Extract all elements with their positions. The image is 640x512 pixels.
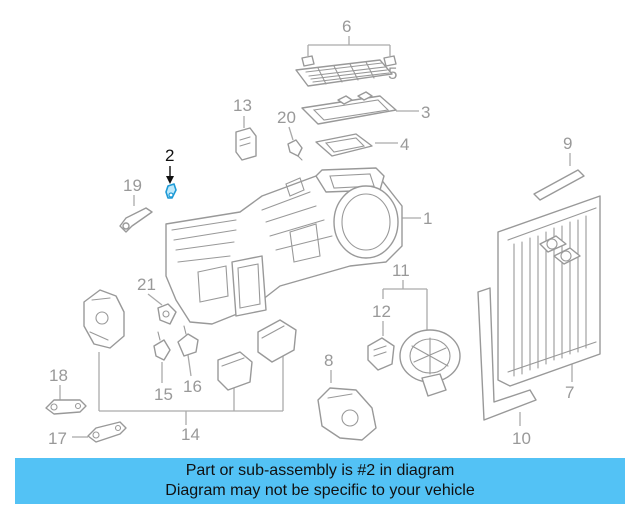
callout-7: 7 xyxy=(565,383,574,402)
part-14-actuators xyxy=(83,289,297,391)
callout-16: 16 xyxy=(183,377,202,396)
callout-5: 5 xyxy=(388,64,397,83)
callout-8: 8 xyxy=(324,351,333,370)
part-17-lever xyxy=(87,421,127,443)
part-10-seal xyxy=(477,287,537,421)
callout-20: 20 xyxy=(277,108,296,127)
callout-4: 4 xyxy=(400,135,409,154)
callout-9: 9 xyxy=(563,134,572,153)
part-9-strip xyxy=(533,169,585,201)
callout-6: 6 xyxy=(342,17,351,36)
part-21-sensor xyxy=(157,303,177,325)
part-2-highlighted[interactable] xyxy=(165,166,177,199)
callout-3: 3 xyxy=(421,103,430,122)
callout-2: 2 xyxy=(165,146,174,165)
callout-19: 19 xyxy=(123,176,142,195)
part-1-housing xyxy=(165,167,403,325)
part-19-lever xyxy=(119,207,153,233)
parts-diagram: 6 5 3 4 13 20 2 19 9 1 11 12 21 8 7 18 1… xyxy=(45,17,601,448)
callout-1: 1 xyxy=(423,209,432,228)
banner-line-1: Part or sub-assembly is #2 in diagram xyxy=(185,462,455,479)
part-3-cover xyxy=(301,91,397,125)
part-11-blower-motor xyxy=(399,329,461,397)
callout-14: 14 xyxy=(181,425,200,444)
callout-11: 11 xyxy=(392,261,410,280)
callout-17: 17 xyxy=(48,429,67,448)
part-13-sensor xyxy=(235,127,257,161)
part-7-heater-core xyxy=(497,195,601,387)
callout-10: 10 xyxy=(512,429,531,448)
callout-15: 15 xyxy=(154,385,173,404)
part-8-motor xyxy=(317,387,377,441)
part-4-gasket xyxy=(315,133,373,157)
callout-12: 12 xyxy=(372,302,391,321)
part-20-sensor xyxy=(287,139,303,161)
part-5-filter xyxy=(295,59,393,87)
part-15-sensor xyxy=(153,331,171,361)
callout-21: 21 xyxy=(137,275,156,294)
info-banner: Part or sub-assembly is #2 in diagram Di… xyxy=(15,458,625,504)
part-18-lever xyxy=(45,399,87,415)
part-12-resistor xyxy=(367,337,395,371)
part-16-sensor xyxy=(177,325,199,357)
callout-18: 18 xyxy=(49,366,68,385)
callout-13: 13 xyxy=(233,96,252,115)
banner-line-2: Diagram may not be specific to your vehi… xyxy=(165,482,475,499)
part-6-clips xyxy=(301,55,397,67)
